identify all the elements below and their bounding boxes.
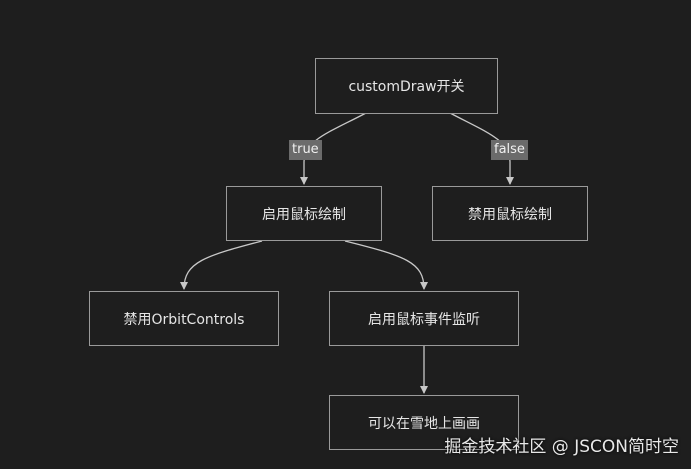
- edge-false: [449, 112, 514, 185]
- node-can-draw-on-snow-label: 可以在雪地上画画: [368, 415, 480, 432]
- node-enable-mouse-listen: 启用鼠标事件监听: [329, 291, 519, 346]
- node-disable-orbit-controls-label: 禁用OrbitControls: [123, 311, 245, 328]
- edge-to-enable-listen: [344, 240, 428, 290]
- node-disable-mouse-draw: 禁用鼠标绘制: [432, 186, 588, 241]
- node-custom-draw-switch: customDraw开关: [315, 58, 498, 114]
- edge-true: [300, 112, 367, 185]
- node-enable-mouse-draw: 启用鼠标绘制: [226, 186, 382, 241]
- node-custom-draw-label: customDraw开关: [348, 79, 465, 95]
- node-enable-mouse-draw-label: 启用鼠标绘制: [262, 206, 346, 223]
- node-disable-orbit-controls: 禁用OrbitControls: [89, 291, 279, 346]
- node-enable-mouse-listen-label: 启用鼠标事件监听: [368, 311, 480, 328]
- edge-label-false: false: [491, 140, 528, 160]
- node-disable-mouse-draw-label: 禁用鼠标绘制: [468, 206, 552, 223]
- node-can-draw-on-snow: 可以在雪地上画画: [329, 395, 519, 450]
- watermark: 掘金技术社区 @ JSCON简时空: [444, 437, 679, 457]
- edge-label-true: true: [289, 140, 322, 160]
- edge-to-disable-orbit: [180, 240, 263, 290]
